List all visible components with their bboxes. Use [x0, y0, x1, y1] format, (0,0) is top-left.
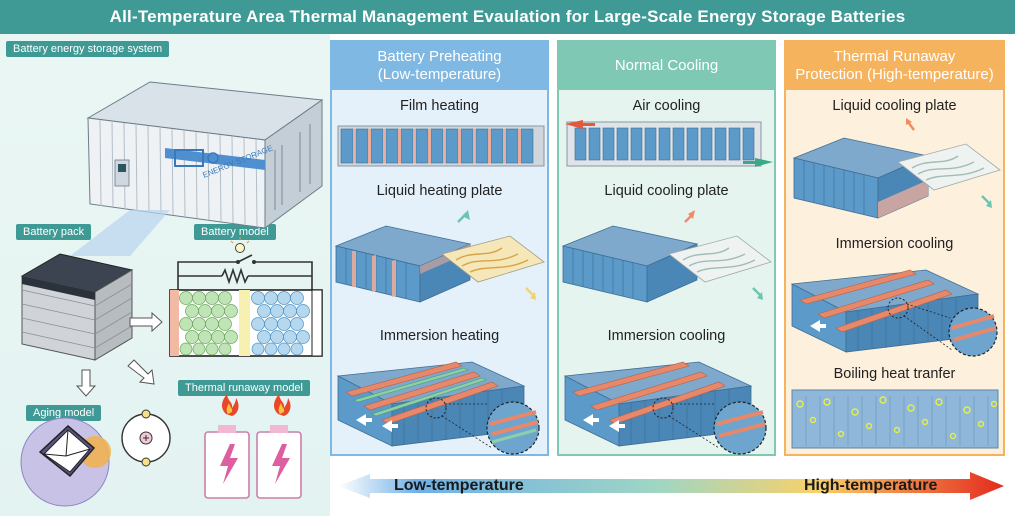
- panel-battery-preheating: Battery Preheating (Low-temperature) Fil…: [330, 40, 549, 456]
- liquid-cooling-plate-illustration: [561, 210, 772, 303]
- page-title: All-Temperature Area Thermal Management …: [0, 0, 1015, 34]
- panel-header-preheating: Battery Preheating (Low-temperature): [332, 42, 547, 90]
- low-temperature-label: Low-temperature: [394, 477, 524, 494]
- battery-model-label: Battery model: [194, 224, 276, 240]
- section-liquid-heating-plate: Liquid heating plate: [376, 183, 503, 199]
- liquid-heating-plate-illustration: [334, 210, 545, 303]
- temperature-gradient-arrow: [338, 472, 1004, 500]
- immersion-cooling-high-illustration: [790, 269, 998, 357]
- high-temperature-label: High-temperature: [804, 477, 938, 494]
- section-immersion-cooling: Immersion cooling: [607, 328, 726, 344]
- bess-label: Battery energy storage system: [6, 41, 170, 57]
- battery-pack-label: Battery pack: [16, 224, 92, 240]
- energy-storage-container-illustration: ENERGY STORAGE: [20, 81, 324, 507]
- boiling-heat-transfer-illustration: [791, 389, 999, 449]
- section-film-heating: Film heating: [400, 98, 479, 114]
- panel-header-thermal-runaway: Thermal Runaway Protection (High-tempera…: [786, 42, 1003, 90]
- immersion-cooling-illustration: [563, 361, 767, 455]
- air-cooling-illustration: [565, 120, 773, 167]
- section-liquid-cooling-plate: Liquid cooling plate: [604, 183, 729, 199]
- section-air-cooling: Air cooling: [632, 98, 701, 114]
- section-immersion-heating: Immersion heating: [379, 328, 500, 344]
- thermal-runaway-model-label: Thermal runaway model: [178, 380, 310, 396]
- section-boiling-heat-transfer: Boiling heat tranfer: [833, 366, 956, 382]
- panel-header-normal-cooling: Normal Cooling: [559, 42, 774, 90]
- film-heating-illustration: [337, 125, 545, 167]
- aging-model-label: Aging model: [26, 405, 102, 421]
- section-immersion-cooling-high: Immersion cooling: [835, 236, 954, 252]
- immersion-heating-illustration: [336, 361, 540, 455]
- panel-thermal-runaway-protection: Thermal Runaway Protection (High-tempera…: [784, 40, 1005, 456]
- panel-normal-cooling: Normal Cooling Air cooling Liquid coolin…: [557, 40, 776, 456]
- liquid-cooling-plate-high-illustration: [792, 118, 1001, 219]
- section-liquid-cooling-plate-high: Liquid cooling plate: [832, 98, 957, 114]
